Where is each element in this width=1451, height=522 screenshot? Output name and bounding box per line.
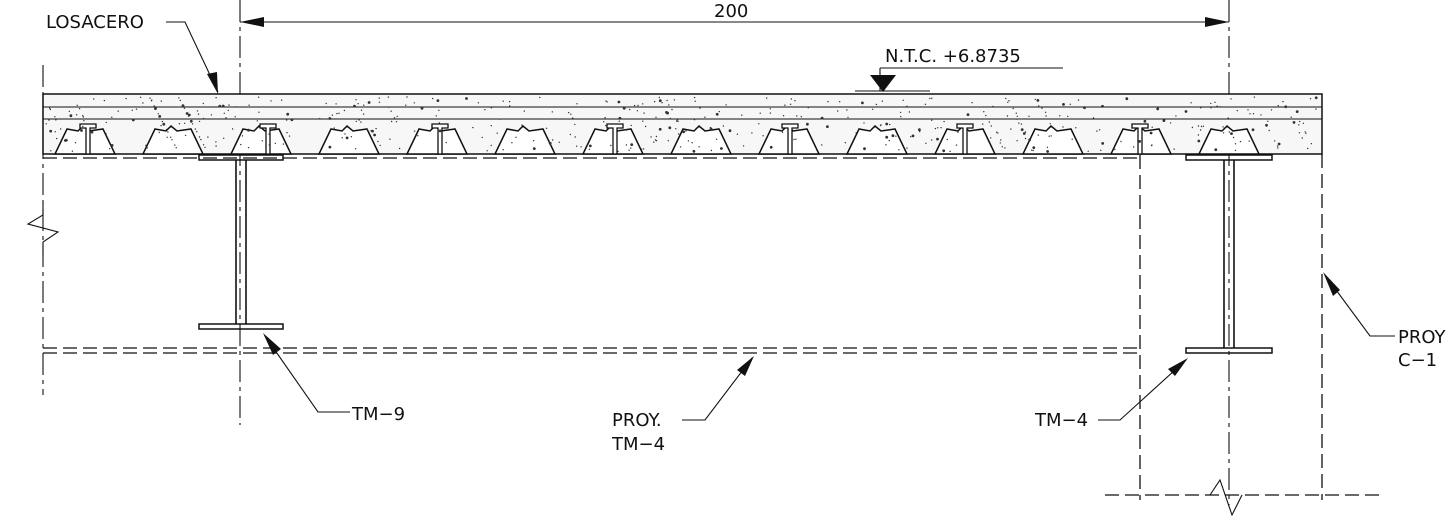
deck-flute	[1197, 124, 1261, 155]
steel-deck-profile	[53, 124, 1261, 155]
beam-tm4-section	[1185, 154, 1273, 354]
proy-c1-label-line2: C−1	[1398, 350, 1437, 371]
losacero-label: LOSACERO	[46, 12, 144, 33]
proy-c1-label-line1: PROY	[1398, 327, 1447, 348]
beam-tm9-section	[198, 154, 284, 330]
proy-tm4-label-line1: PROY.	[612, 410, 662, 431]
tm4-label: TM−4	[1034, 410, 1088, 431]
shear-stud	[259, 123, 277, 155]
dimension-200	[240, 17, 1229, 27]
tm9-label: TM−9	[351, 404, 405, 425]
shear-stud	[606, 123, 624, 155]
deck-flute	[141, 124, 205, 155]
deck-flute	[493, 124, 557, 155]
concrete-hatch	[45, 96, 1318, 153]
proy-tm4-label-line2: TM−4	[611, 434, 665, 455]
deck-flute	[1021, 124, 1085, 155]
break-symbol-left	[26, 202, 60, 255]
proy-c1-leader	[1324, 274, 1395, 337]
shear-connectors	[79, 123, 1149, 155]
shear-stud	[956, 123, 974, 155]
shear-stud	[431, 123, 449, 155]
losacero-leader	[166, 21, 219, 93]
shear-stud	[1131, 123, 1149, 155]
level-marker	[855, 67, 1063, 92]
proy-tm4-leader	[682, 357, 753, 421]
dimension-label: 200	[714, 1, 748, 22]
shear-stud	[781, 123, 799, 155]
tm4-leader	[1098, 359, 1187, 421]
column-c1-projection	[1105, 154, 1385, 517]
tm9-leader	[264, 335, 350, 413]
deck-flute	[845, 124, 909, 155]
deck-flute	[317, 124, 381, 155]
shear-stud	[79, 123, 97, 155]
ntc-level-label: N.T.C. +6.8735	[885, 46, 1021, 67]
deck-flute	[669, 124, 733, 155]
